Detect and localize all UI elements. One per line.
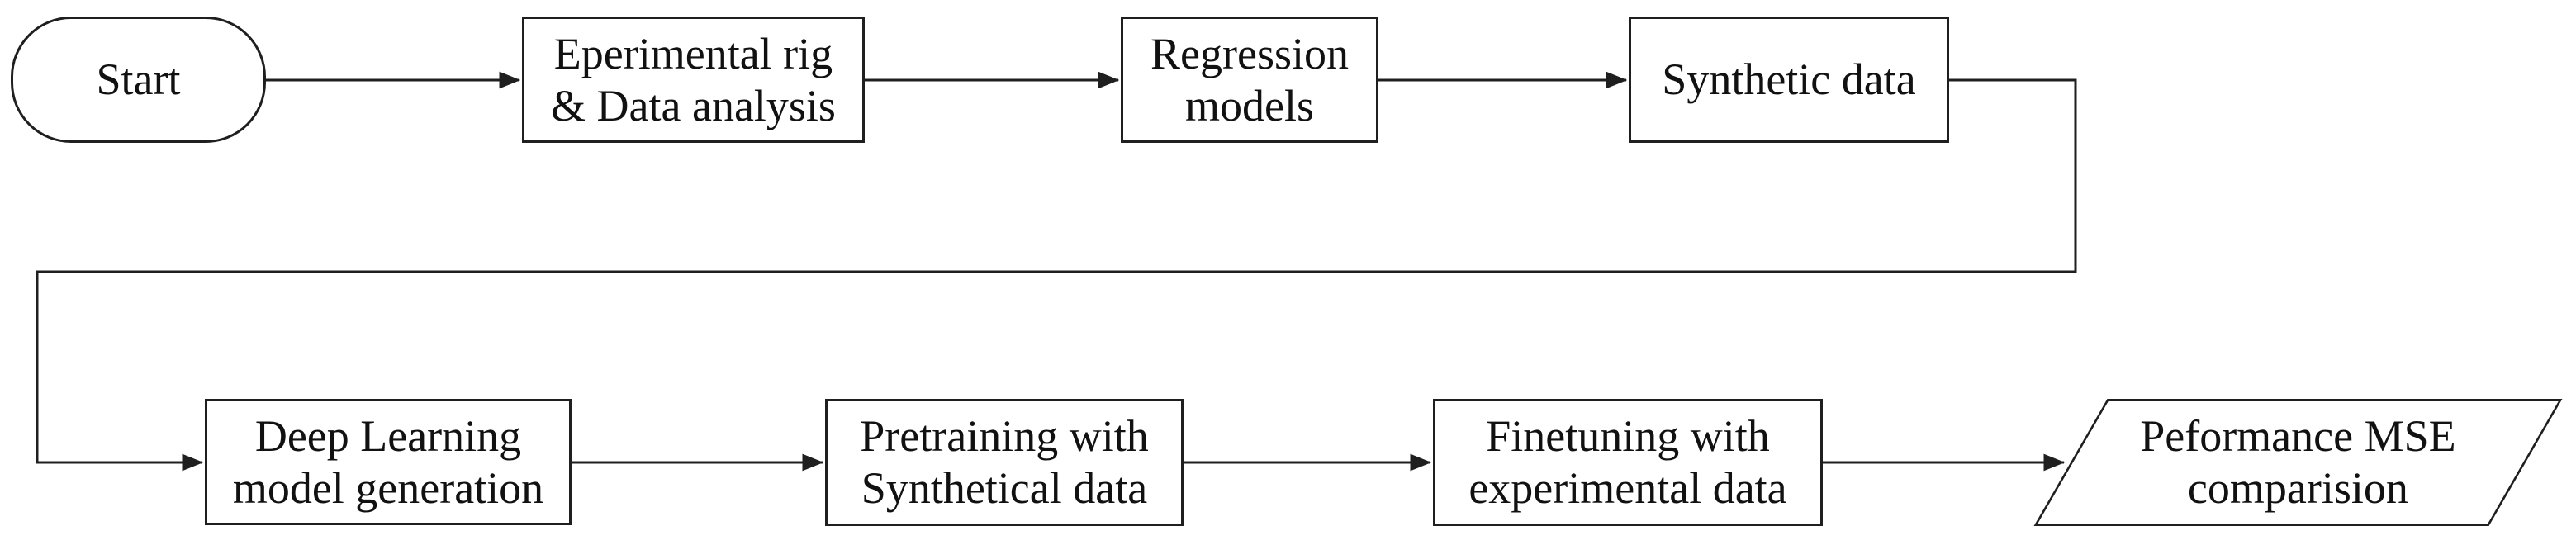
node-synthetic-data-label: Synthetic data <box>1662 54 1916 105</box>
node-experimental-rig: Eperimental rig & Data analysis <box>522 17 865 143</box>
node-regression-models-label: Regression models <box>1150 28 1349 130</box>
node-pretraining-label: Pretraining with Synthetical data <box>860 411 1149 513</box>
node-start-label: Start <box>96 54 181 105</box>
node-regression-models: Regression models <box>1121 17 1378 143</box>
node-pretraining: Pretraining with Synthetical data <box>825 399 1184 526</box>
node-finetuning-label: Finetuning with experimental data <box>1468 411 1787 513</box>
node-deep-learning-label: Deep Learning model generation <box>232 410 544 513</box>
node-finetuning: Finetuning with experimental data <box>1433 399 1823 526</box>
node-experimental-rig-label: Eperimental rig & Data analysis <box>551 28 836 130</box>
node-synthetic-data: Synthetic data <box>1629 17 1949 143</box>
node-performance-mse-label: Peformance MSE comparision <box>2140 411 2456 513</box>
node-start: Start <box>11 17 266 143</box>
node-deep-learning: Deep Learning model generation <box>205 399 572 525</box>
node-performance-mse: Peformance MSE comparision <box>2033 399 2563 526</box>
